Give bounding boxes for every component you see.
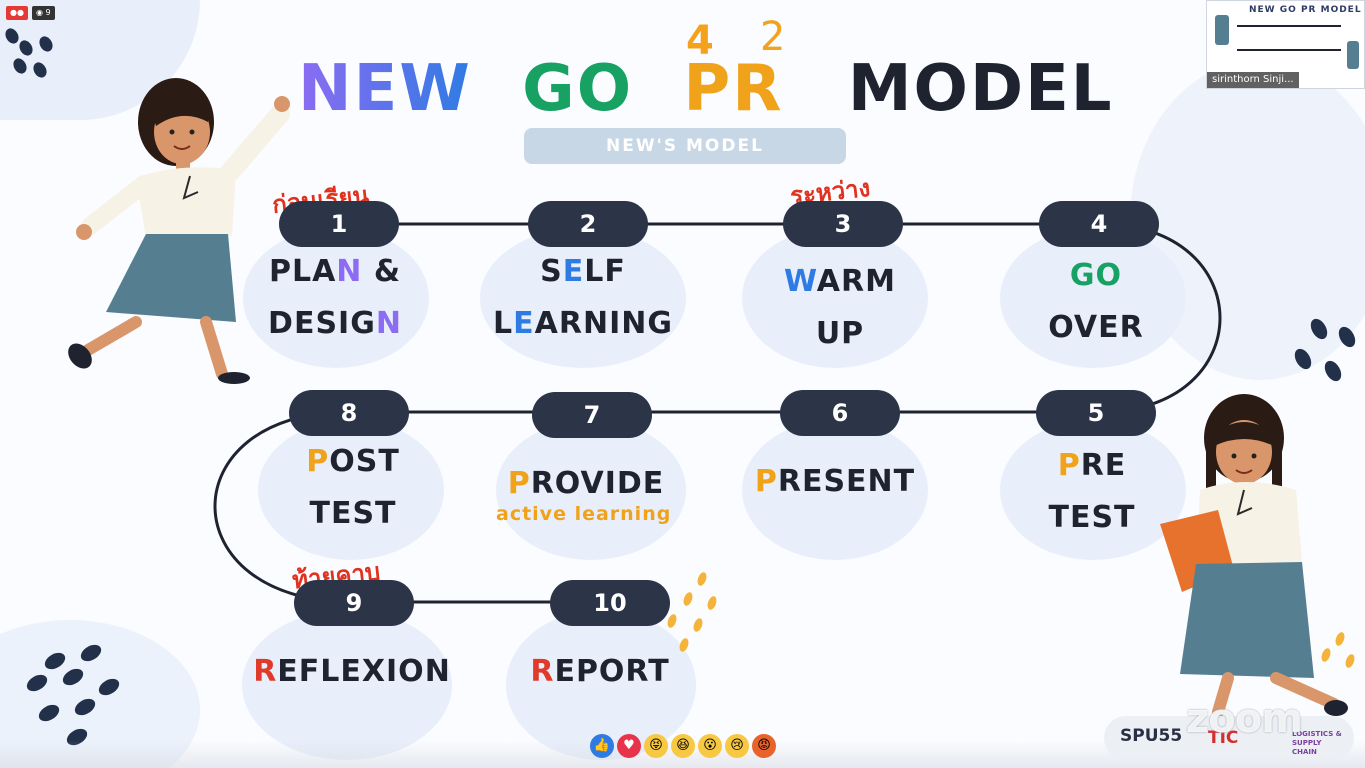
step-blob-1: [243, 228, 429, 368]
step-number-7: 7: [532, 392, 652, 438]
sponsor-logo-bar: SPU55 TIC LOGISTICS & SUPPLY CHAIN: [1104, 716, 1354, 760]
title-word-new: NEW: [298, 52, 472, 126]
step-blob-5: [1000, 420, 1186, 560]
eye-icon: ◉: [35, 8, 43, 17]
step-label-plan-design: PLAN & DESIGN: [268, 254, 402, 341]
step-blob-4: [1000, 228, 1186, 368]
surprised-icon[interactable]: 😮: [698, 734, 722, 758]
step-number-3: 3: [783, 201, 903, 247]
reaction-bar: 👍 ♥ 😝 😆 😮 😢 😡: [590, 734, 776, 758]
angry-icon[interactable]: 😡: [752, 734, 776, 758]
step-blob-9: [242, 610, 452, 760]
title-word-model: MODEL: [847, 52, 1114, 126]
step-label-pre-test: PRE TEST: [1048, 448, 1136, 535]
step-label-report: REPORT: [530, 654, 670, 689]
participant-video-thumbnail[interactable]: NEW GO PR MODEL sirinthorn Sinji...: [1206, 0, 1365, 89]
step-blob-6: [742, 420, 928, 560]
student-illustration-right: [1160, 394, 1348, 718]
step-label-provide: PROVIDE: [507, 466, 665, 501]
student-illustration-left: [68, 78, 290, 384]
step-number-2: 2: [528, 201, 648, 247]
step-number-8: 8: [289, 390, 409, 436]
participant-name: sirinthorn Sinji...: [1207, 72, 1299, 88]
subtitle-badge: NEW'S MODEL: [524, 128, 846, 164]
title-word-pr: PR: [683, 52, 784, 126]
logo-logistics: LOGISTICS & SUPPLY CHAIN: [1292, 730, 1342, 756]
viewer-count: 9: [45, 8, 51, 17]
title-word-go: GO: [522, 52, 634, 126]
zoom-watermark: zoom: [1186, 696, 1303, 742]
thumbnail-slide-title: NEW GO PR MODEL: [1249, 5, 1362, 15]
viewer-count-badge[interactable]: ◉ 9: [31, 6, 55, 20]
sad-icon[interactable]: 😢: [725, 734, 749, 758]
step-label-warm-up: WARM UP: [784, 264, 896, 351]
logo-spu: SPU55: [1120, 726, 1183, 746]
heart-icon[interactable]: ♥: [617, 734, 641, 758]
laughing-icon[interactable]: 😝: [644, 734, 668, 758]
step-label-post-test: POST TEST: [306, 444, 400, 531]
step-number-6: 6: [780, 390, 900, 436]
step-number-5: 5: [1036, 390, 1156, 436]
thumbnail-student-left: [1215, 15, 1229, 45]
thumbs-up-icon[interactable]: 👍: [590, 734, 614, 758]
title-superscript-2: 2: [760, 14, 786, 60]
step-number-10: 10: [550, 580, 670, 626]
step-blob-3: [742, 228, 928, 368]
meeting-status-badges: ●● ◉ 9: [6, 6, 55, 20]
step-number-9: 9: [294, 580, 414, 626]
step-number-4: 4: [1039, 201, 1159, 247]
step-label-present: PRESENT: [754, 464, 916, 499]
step-note-active-learning: active learning: [496, 503, 672, 525]
slide-title: NEW GO PR MODEL: [298, 52, 1114, 126]
step-label-go-over: GO OVER: [1048, 258, 1144, 345]
logo-tic: TIC: [1208, 728, 1239, 748]
step-label-reflexion: REFLEXION: [253, 654, 451, 689]
step-blob-7: [496, 420, 686, 560]
step-blob-8: [258, 420, 444, 560]
recording-badge[interactable]: ●●: [6, 6, 28, 20]
joy-icon[interactable]: 😆: [671, 734, 695, 758]
step-number-1: 1: [279, 201, 399, 247]
step-label-self-learning: SELF LEARNING: [493, 254, 673, 341]
step-blob-2: [480, 228, 686, 368]
thumbnail-student-right: [1347, 41, 1359, 69]
title-superscript-4: 4: [686, 18, 714, 64]
